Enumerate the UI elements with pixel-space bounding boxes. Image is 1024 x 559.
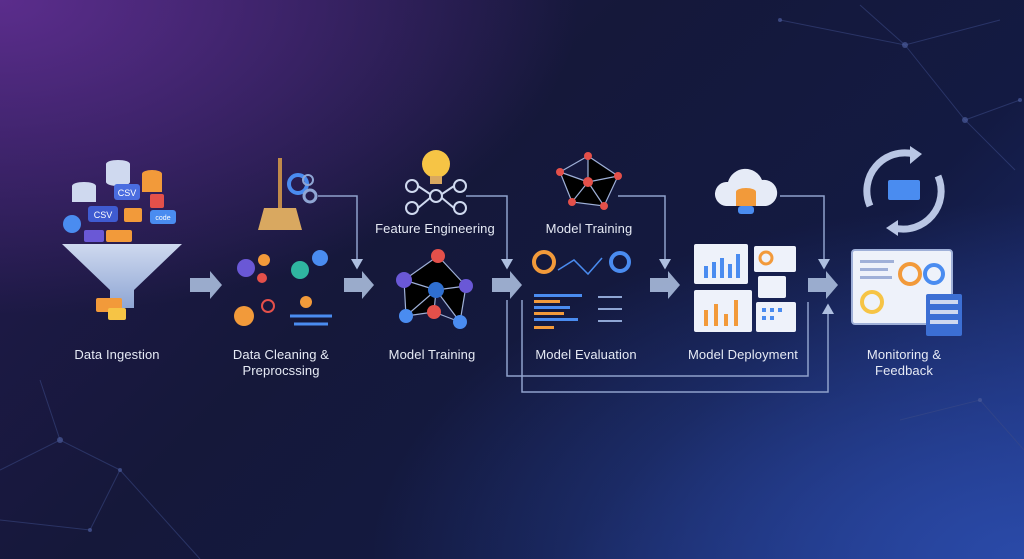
- top-label-feature-engineering: Feature Engineering: [375, 221, 495, 236]
- connector-cleaning-to-training: [318, 195, 363, 270]
- funnel-tag-2: CSV: [94, 210, 113, 220]
- arrow-3: [492, 271, 522, 299]
- feedback-loop-inner: [506, 300, 809, 377]
- funnel-tag-1: CSV: [118, 188, 137, 198]
- connector-modeltraining-to-deployment: [618, 195, 671, 270]
- lightbulb-network-icon: [405, 150, 467, 215]
- arrow-1: [190, 271, 222, 299]
- network-graph-icon: [556, 152, 622, 210]
- stage-label-data-ingestion: Data Ingestion: [74, 347, 160, 362]
- feedback-loop-outer: [521, 300, 834, 393]
- connector-cloud-to-monitoring: [780, 195, 830, 270]
- stage-label-data-cleaning: Data Cleaning & Preprocssing: [232, 347, 330, 378]
- connector-feature-to-evaluation: [466, 195, 513, 270]
- broom-gears-icon: [234, 158, 332, 326]
- stage-label-model-evaluation: Model Evaluation: [535, 347, 637, 362]
- charts-dashboard-icon: [532, 250, 631, 329]
- monitor-dashboard-icon: [851, 249, 962, 336]
- arrow-4: [650, 271, 680, 299]
- deployment-dashboard-icon: [694, 244, 796, 332]
- top-label-model-training: Model Training: [545, 221, 633, 236]
- funnel-tag-3: code: [155, 215, 170, 222]
- refresh-cycle-icon: [863, 146, 945, 236]
- funnel-database-icon: CSV CSV code: [62, 160, 182, 320]
- arrow-2: [344, 271, 374, 299]
- stage-label-model-training: Model Training: [388, 347, 476, 362]
- arrow-5: [808, 271, 838, 299]
- neural-network-icon: [396, 249, 473, 329]
- cloud-database-icon: [714, 168, 778, 214]
- stage-label-monitoring: Monitoring & Feedback: [866, 347, 942, 378]
- stage-label-model-deployment: Model Deployment: [688, 347, 798, 362]
